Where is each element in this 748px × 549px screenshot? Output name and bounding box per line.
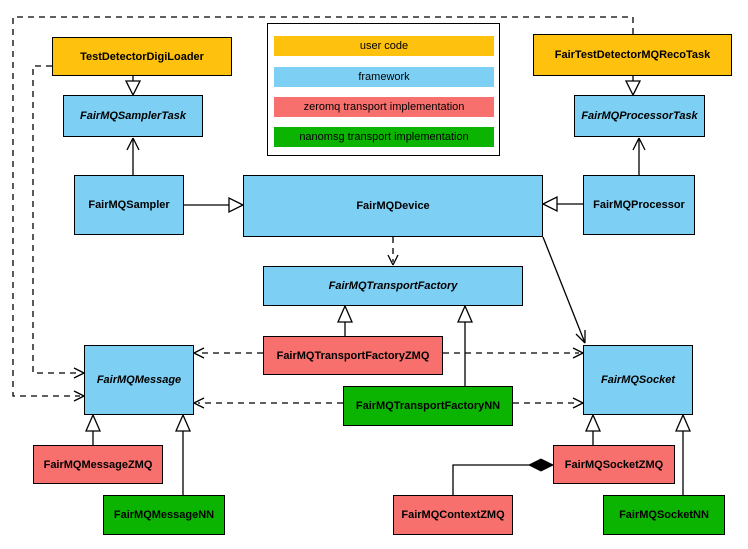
edge-tfnn-socket bbox=[513, 397, 584, 409]
edge-processor-processortask bbox=[632, 137, 646, 175]
edge-socketnn-socket bbox=[675, 413, 691, 495]
edge-tfzmq-transportfactory bbox=[337, 304, 353, 336]
edge-sampler-device bbox=[184, 196, 245, 214]
edge-recotask-processortask bbox=[624, 76, 642, 97]
legend: user code framework zeromq transport imp… bbox=[267, 23, 500, 156]
edge-sampler-samplertask bbox=[126, 137, 140, 175]
edge-socketzmq-contextzmq bbox=[452, 458, 555, 495]
legend-label: user code bbox=[359, 40, 409, 52]
class-box-testdetectordigiloader: TestDetectorDigiLoader bbox=[52, 37, 232, 76]
edge-tfnn-transportfactory bbox=[457, 304, 473, 386]
class-box-fairmqmessagenn: FairMQMessageNN bbox=[103, 495, 225, 535]
legend-label: framework bbox=[358, 71, 410, 83]
edge-tfzmq-message bbox=[193, 347, 263, 359]
class-box-fairmqsocket: FairMQSocket bbox=[583, 345, 693, 415]
class-box-fairmqcontextzmq: FairMQContextZMQ bbox=[393, 495, 513, 535]
edge-tfzmq-socket bbox=[443, 347, 584, 359]
edge-messagezmq-message bbox=[85, 413, 101, 445]
class-box-fairmqsocketnn: FairMQSocketNN bbox=[603, 495, 725, 535]
legend-item-zeromq: zeromq transport implementation bbox=[274, 97, 494, 117]
class-box-fairmqsampler: FairMQSampler bbox=[74, 175, 184, 235]
legend-item-nanomsg: nanomsg transport implementation bbox=[274, 127, 494, 147]
legend-item-user-code: user code bbox=[274, 36, 494, 56]
class-box-fairmqdevice: FairMQDevice bbox=[243, 175, 543, 237]
edge-messagenn-message bbox=[175, 413, 191, 495]
class-box-fairtestdetectormqrecotask: FairTestDetectorMQRecoTask bbox=[533, 34, 732, 76]
class-box-fairmqtransportfactoryzmq: FairMQTransportFactoryZMQ bbox=[263, 336, 443, 375]
legend-item-framework: framework bbox=[274, 67, 494, 87]
class-box-fairmqsamplertask: FairMQSamplerTask bbox=[63, 95, 203, 137]
edge-tfnn-message bbox=[193, 397, 343, 409]
legend-label: zeromq transport implementation bbox=[303, 101, 465, 113]
class-box-fairmqmessage: FairMQMessage bbox=[84, 345, 194, 415]
edge-device-transportfactory bbox=[387, 237, 399, 266]
class-box-fairmqtransportfactory: FairMQTransportFactory bbox=[263, 266, 523, 306]
edge-digiloader-samplertask bbox=[124, 76, 142, 97]
edge-device-socket bbox=[542, 236, 586, 344]
class-box-fairmqmessagezmq: FairMQMessageZMQ bbox=[33, 445, 163, 484]
edge-recotask-message bbox=[12, 16, 634, 402]
class-box-fairmqprocessor: FairMQProcessor bbox=[583, 175, 695, 235]
edge-digiloader-message bbox=[32, 65, 85, 379]
class-box-fairmqtransportfactorynn: FairMQTransportFactoryNN bbox=[343, 386, 513, 426]
class-box-fairmqsocketzmq: FairMQSocketZMQ bbox=[553, 445, 675, 484]
class-box-fairmqprocessortask: FairMQProcessorTask bbox=[574, 95, 705, 137]
edge-processor-device bbox=[541, 195, 583, 213]
edge-socketzmq-socket bbox=[585, 413, 601, 445]
legend-label: nanomsg transport implementation bbox=[299, 131, 469, 143]
